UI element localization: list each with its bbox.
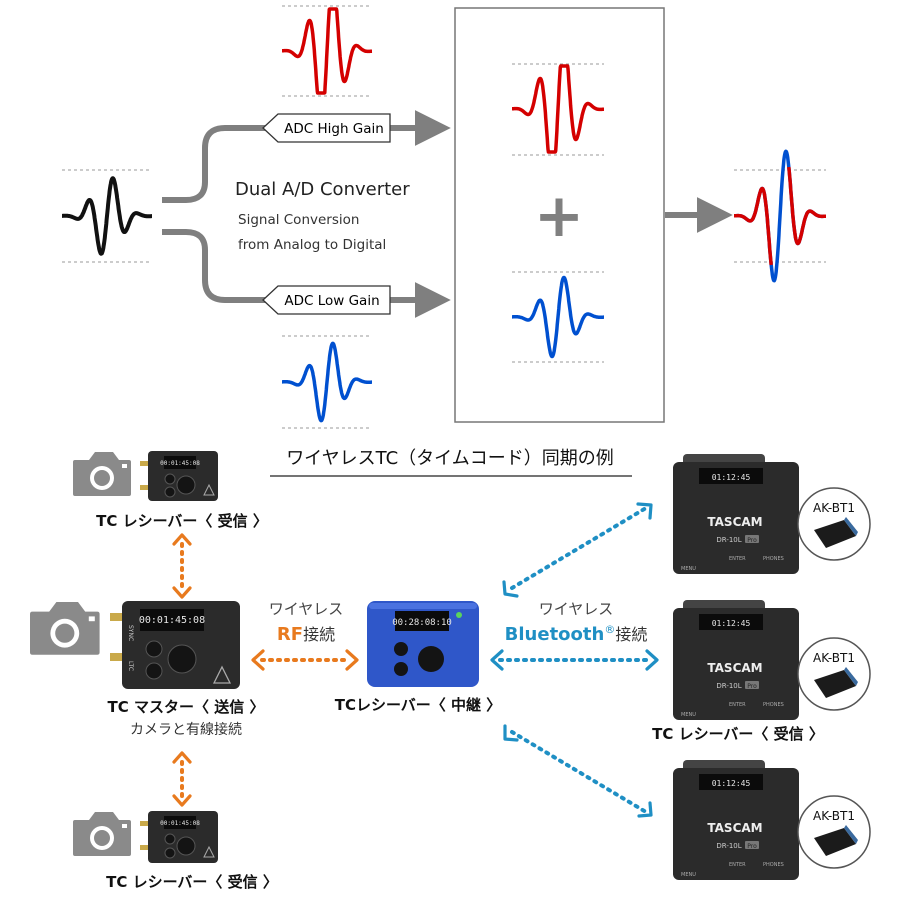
adapter-1: AK-BT1 [797, 487, 871, 561]
svg-text:MENU: MENU [681, 566, 696, 572]
recorder-3: 01:12:45 TASCAM DR-10L Pro MENU ENTER PH… [673, 760, 799, 880]
tc-master-sublabel: カメラと有線接続 [130, 721, 242, 738]
adc-low-gain-label: ADC Low Gain [262, 285, 391, 315]
svg-text:TASCAM: TASCAM [707, 661, 762, 675]
svg-text:AK-BT1: AK-BT1 [813, 809, 855, 823]
svg-text:ENTER: ENTER [729, 556, 746, 562]
svg-text:ADC Low Gain: ADC Low Gain [284, 293, 379, 309]
rf-link-line2: RF接続 [277, 624, 335, 645]
tc-diagram: ワイヤレスTC（タイムコード）同期の例 [30, 448, 871, 891]
svg-text:MENU: MENU [681, 712, 696, 718]
camera-icon [73, 812, 131, 856]
recorder-2: 01:12:45 TASCAM DR-10L Pro MENU ENTER PH… [673, 600, 799, 720]
svg-text:00:01:45:08: 00:01:45:08 [160, 460, 200, 467]
plus-sign: + [534, 181, 584, 251]
svg-text:PHONES: PHONES [763, 556, 784, 562]
svg-text:Pro: Pro [747, 537, 757, 544]
rf-links [180, 542, 352, 802]
adc-title: Dual A/D Converter [235, 179, 410, 200]
svg-text:01:12:45: 01:12:45 [712, 779, 751, 788]
svg-text:LTC: LTC [127, 661, 134, 671]
tc-receiver-bottom-label: TC レシーバー〈 受信 〉 [106, 873, 278, 891]
svg-text:TASCAM: TASCAM [707, 515, 762, 529]
adc-subtitle-2: from Analog to Digital [238, 237, 386, 253]
rf-arrowheads [172, 533, 359, 807]
svg-text:AK-BT1: AK-BT1 [813, 651, 855, 665]
svg-text:ENTER: ENTER [729, 862, 746, 868]
tc-heading: ワイヤレスTC（タイムコード）同期の例 [286, 448, 614, 469]
svg-text:ENTER: ENTER [729, 702, 746, 708]
combine-box: + [454, 7, 665, 423]
tc-receiver-top-device: 00:01:45:08 [140, 451, 218, 501]
svg-text:MENU: MENU [681, 872, 696, 878]
svg-text:TASCAM: TASCAM [707, 821, 762, 835]
svg-text:PHONES: PHONES [763, 862, 784, 868]
adc-subtitle-1: Signal Conversion [238, 212, 359, 228]
svg-text:00:01:45:08: 00:01:45:08 [139, 615, 205, 626]
bt-link-line2: Bluetooth®接続 [505, 623, 648, 645]
bt-link-line1: ワイヤレス [539, 600, 614, 618]
rf-link-line1: ワイヤレス [269, 600, 344, 618]
input-waveform [60, 169, 154, 263]
combined-output-waveform [732, 149, 828, 283]
svg-text:01:12:45: 01:12:45 [712, 473, 751, 482]
tc-master-device: 00:01:45:08 SYNC LTC [110, 601, 240, 689]
tc-receiver-bottom-device: 00:01:45:08 [140, 811, 218, 863]
high-gain-waveform-top [280, 5, 374, 97]
tc-receiver-top-label: TC レシーバー〈 受信 〉 [96, 512, 268, 530]
adc-diagram: ADC High Gain ADC Low Gain Dual A/D Conv… [60, 5, 828, 429]
tc-relay-label: TCレシーバー〈 中継 〉 [335, 696, 502, 714]
svg-text:Pro: Pro [747, 683, 757, 690]
camera-icon [30, 602, 100, 655]
adc-high-gain-label: ADC High Gain [262, 113, 391, 143]
camera-icon [73, 452, 131, 496]
recorder-1: 01:12:45 TASCAM DR-10L Pro MENU ENTER PH… [673, 454, 799, 574]
svg-text:01:12:45: 01:12:45 [712, 619, 751, 628]
adapter-2: AK-BT1 [797, 637, 871, 711]
svg-text:SYNC: SYNC [127, 625, 134, 641]
bt-links [498, 506, 650, 814]
tc-relay-device: 00:28:08:10 [367, 601, 479, 687]
low-gain-waveform-bottom [280, 335, 374, 429]
svg-text:ADC High Gain: ADC High Gain [284, 121, 384, 137]
svg-text:DR-10L: DR-10L [716, 536, 741, 544]
svg-text:DR-10L: DR-10L [716, 842, 741, 850]
recorder-2-label: TC レシーバー〈 受信 〉 [652, 725, 824, 743]
svg-text:00:28:08:10: 00:28:08:10 [392, 618, 452, 628]
svg-text:00:01:45:08: 00:01:45:08 [160, 820, 200, 827]
svg-text:AK-BT1: AK-BT1 [813, 501, 855, 515]
svg-text:PHONES: PHONES [763, 702, 784, 708]
svg-text:Pro: Pro [747, 843, 757, 850]
tc-master-label: TC マスター〈 送信 〉 [108, 698, 265, 716]
bt-arrowheads [490, 502, 659, 818]
svg-text:DR-10L: DR-10L [716, 682, 741, 690]
branch-lines [162, 110, 733, 318]
adapter-3: AK-BT1 [797, 795, 871, 869]
